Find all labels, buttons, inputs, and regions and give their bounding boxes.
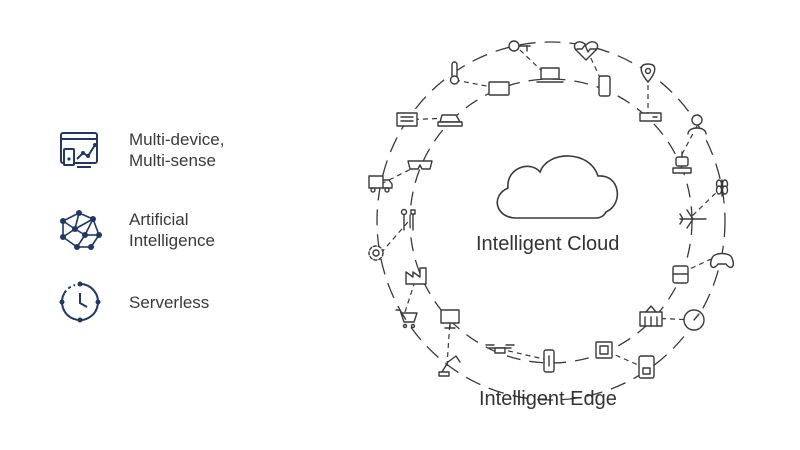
key-icon (508, 40, 531, 52)
building-icon (639, 305, 663, 327)
thermometer-icon (449, 61, 460, 85)
wheat-icon (715, 179, 729, 197)
truck-icon (368, 175, 393, 193)
bus-icon (672, 265, 689, 284)
intelligent-cloud-label: Intelligent Cloud (476, 233, 620, 255)
device-chart-icon (60, 132, 98, 168)
drone-icon (485, 344, 515, 354)
lock-device-icon (638, 355, 655, 379)
monitor-icon (440, 309, 460, 329)
factory-icon (405, 267, 427, 285)
gamepad-icon (709, 252, 735, 269)
phone-icon (598, 75, 611, 97)
wrench-icon (400, 208, 416, 231)
robot-icon (672, 151, 692, 174)
intelligent-edge-label: Intelligent Edge (479, 388, 617, 410)
heart-rate-icon (573, 41, 599, 61)
robot-arm-icon (438, 355, 461, 377)
vr-headset-icon (407, 160, 433, 170)
gear-icon (368, 245, 384, 261)
laptop-icon (536, 67, 564, 83)
person-icon (687, 114, 707, 135)
set-top-box-icon (639, 112, 662, 122)
neural-network-icon (60, 210, 102, 250)
car-icon (437, 114, 463, 127)
airplane-icon (679, 209, 707, 229)
cloud-icon (496, 155, 619, 219)
feature-ai: Artificial Intelligence (55, 205, 215, 255)
shopping-cart-icon (395, 309, 418, 329)
chip-icon (595, 341, 613, 359)
gauge-icon (683, 309, 705, 331)
sensor-icon (543, 349, 555, 373)
clock-cycle-icon (59, 281, 101, 323)
feature-serverless: Serverless (55, 277, 209, 327)
feature-multi-device: Multi-device, Multi-sense (55, 125, 224, 175)
location-pin-icon (640, 63, 656, 83)
feature-label: Artificial Intelligence (129, 210, 216, 250)
outer-ring (376, 41, 726, 401)
tablet-icon (488, 81, 510, 96)
feature-label: Serverless (129, 292, 210, 312)
newspaper-icon (396, 112, 418, 127)
feature-label: Multi-device, Multi-sense (129, 130, 225, 170)
